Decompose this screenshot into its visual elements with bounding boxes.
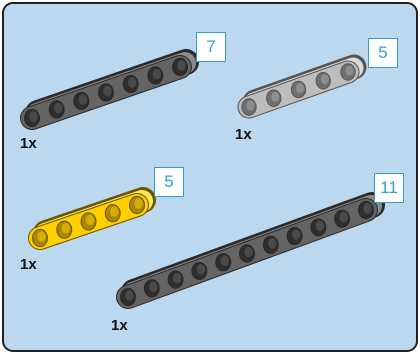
part-3-quantity: 1x: [20, 256, 37, 273]
part-3-length-badge: 5: [154, 167, 184, 197]
part-1-length-badge: 7: [196, 32, 226, 62]
part-1-quantity: 1x: [20, 135, 37, 152]
part-4-length-badge: 11: [374, 173, 404, 203]
beam-5-yellow: [28, 187, 156, 250]
part-2-length-badge: 5: [368, 38, 398, 68]
beam-11-dark-gray: [116, 192, 385, 309]
part-4-quantity: 1x: [111, 317, 128, 334]
part-2-quantity: 1x: [235, 126, 252, 143]
beam-5-light-gray: [237, 54, 367, 119]
beam-7-dark-gray: [20, 49, 199, 130]
